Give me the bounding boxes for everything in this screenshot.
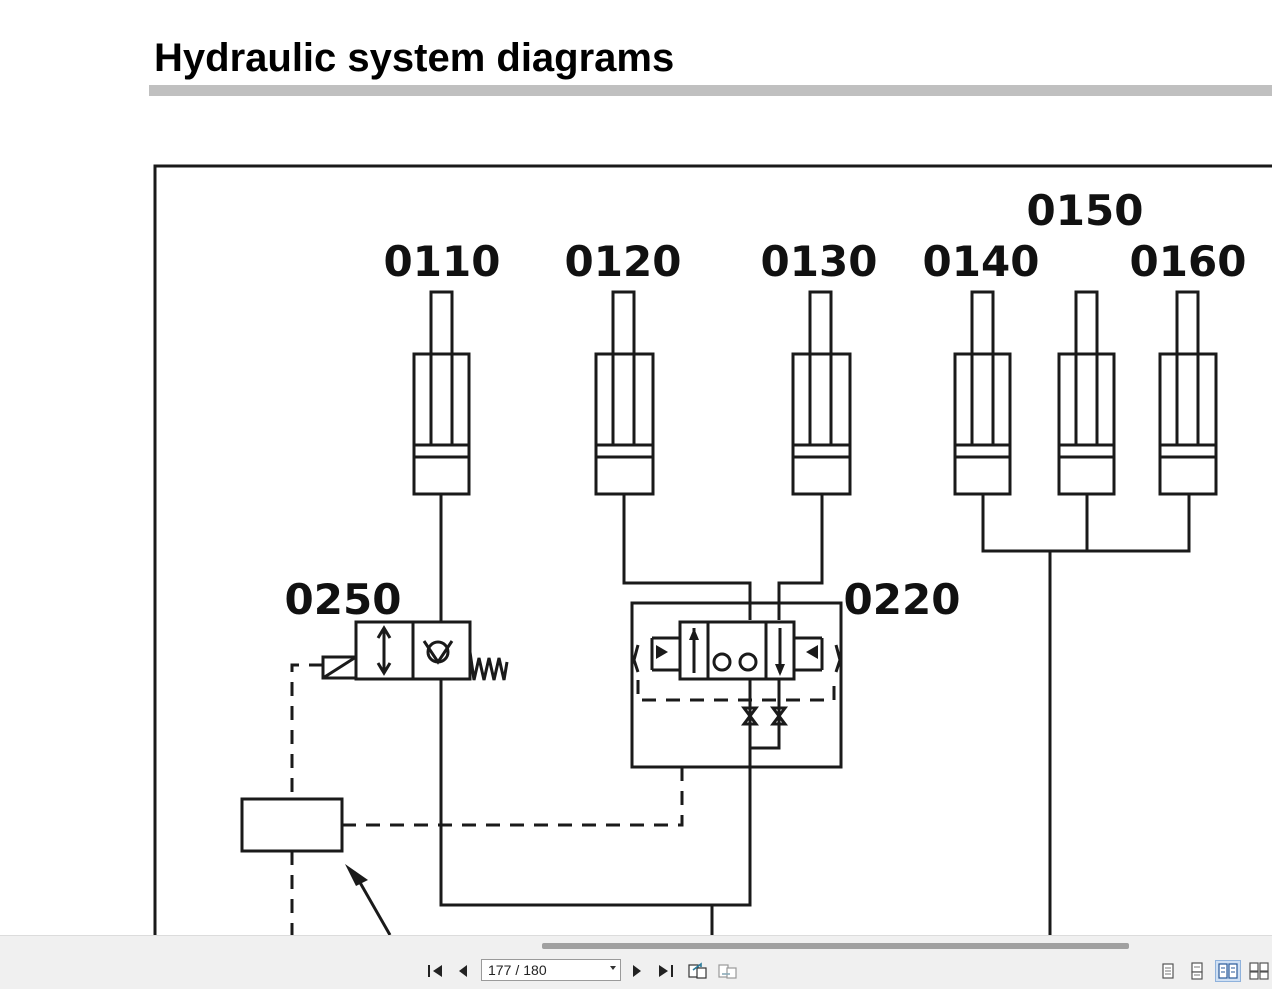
page-number-field[interactable]: 177 / 180 (481, 959, 621, 981)
facing-view-button[interactable] (1215, 960, 1241, 982)
label-0140: 0140 (923, 237, 1040, 286)
next-page-button[interactable] (627, 960, 647, 982)
facing-continuous-view-button[interactable] (1247, 960, 1271, 982)
hydraulic-lines (439, 494, 1191, 935)
go-back-view-button[interactable] (686, 960, 710, 982)
first-page-icon (428, 965, 442, 977)
forward-view-icon (718, 964, 737, 979)
viewer-toolbar: 177 / 180 (0, 935, 1272, 989)
cylinder-0120 (594, 290, 655, 496)
document-page: Hydraulic system diagrams (149, 36, 1272, 935)
next-page-icon (633, 965, 641, 977)
hydraulic-diagram: 0110 0120 0130 0140 0150 0160 0250 0220 (153, 164, 1272, 935)
last-page-button[interactable] (656, 960, 676, 982)
previous-page-icon (459, 965, 467, 977)
label-0220: 0220 (844, 575, 961, 624)
pilot-lines (290, 663, 836, 935)
cylinder-0130 (791, 290, 852, 496)
page-title: Hydraulic system diagrams (154, 36, 675, 80)
cylinder-0110 (412, 290, 471, 496)
last-page-icon (659, 965, 673, 977)
horizontal-scrollbar[interactable] (542, 943, 1129, 949)
label-0150: 0150 (1027, 186, 1144, 235)
diagram-frame (153, 164, 1272, 935)
label-0160: 0160 (1130, 237, 1247, 286)
facing-continuous-icon (1249, 962, 1269, 980)
single-page-icon (1162, 963, 1174, 979)
valve-block-0220 (630, 601, 843, 769)
label-0120: 0120 (565, 237, 682, 286)
page-separator: / (515, 962, 520, 978)
cylinder-0160 (1158, 290, 1218, 496)
back-view-icon (688, 962, 707, 979)
total-pages: 180 (523, 962, 547, 978)
label-0130: 0130 (761, 237, 878, 286)
continuous-page-icon (1191, 962, 1203, 980)
facing-pages-icon (1218, 963, 1238, 979)
label-0110: 0110 (384, 237, 501, 286)
previous-page-button[interactable] (453, 960, 473, 982)
control-unit-box (240, 797, 344, 853)
current-page-number: 177 (488, 962, 512, 978)
label-0250: 0250 (285, 575, 402, 624)
chevron-down-icon[interactable] (610, 966, 616, 970)
cylinder-0140 (953, 290, 1012, 496)
continuous-view-button[interactable] (1186, 960, 1208, 982)
cylinder-0150 (1057, 290, 1116, 496)
first-page-button[interactable] (425, 960, 445, 982)
go-forward-view-button[interactable] (716, 960, 740, 982)
valve-0250 (321, 620, 509, 681)
title-underline (149, 85, 1272, 96)
single-page-view-button[interactable] (1157, 960, 1179, 982)
